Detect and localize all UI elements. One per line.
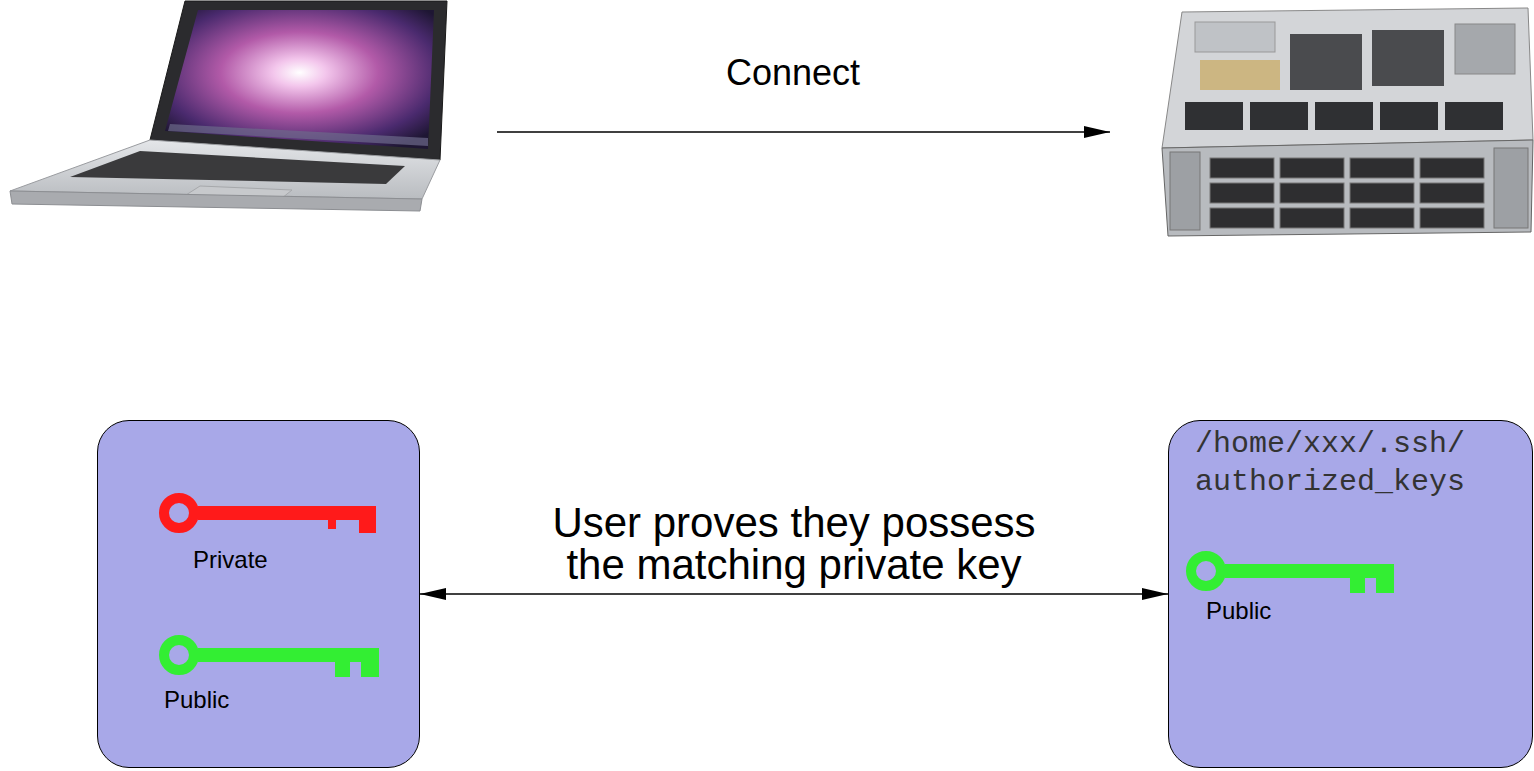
key-ring (164, 498, 194, 528)
key-shaft (198, 506, 376, 520)
key-box: PrivatePublic (97, 420, 420, 768)
key-label: Private (193, 546, 268, 574)
laptop-illustration (10, 1, 447, 211)
edge-label: User proves they possess the matching pr… (534, 502, 1054, 586)
connect-arrow (497, 131, 1110, 133)
key-shaft (1225, 564, 1394, 578)
key-illustration (98, 421, 421, 769)
key-box: /home/xxx/.ssh/ authorized_keysPublic (1168, 420, 1533, 768)
file-path: /home/xxx/.ssh/ authorized_keys (1195, 425, 1525, 501)
key-tooth (328, 513, 336, 529)
server-illustration (1162, 8, 1533, 236)
key-tooth (361, 655, 379, 677)
key-icon (1191, 556, 1394, 593)
key-tooth (335, 655, 350, 677)
connect-label: Connect (726, 52, 860, 93)
key-shaft (198, 648, 379, 662)
key-label: Public (164, 686, 229, 714)
key-tooth (359, 513, 376, 533)
key-tooth (1376, 571, 1394, 593)
key-ring (1191, 556, 1221, 586)
double-arrow (420, 593, 1168, 595)
key-label: Public (1206, 597, 1271, 625)
key-ring (164, 640, 194, 670)
key-icon (164, 640, 379, 677)
key-tooth (1350, 571, 1365, 593)
key-icon (164, 498, 376, 533)
